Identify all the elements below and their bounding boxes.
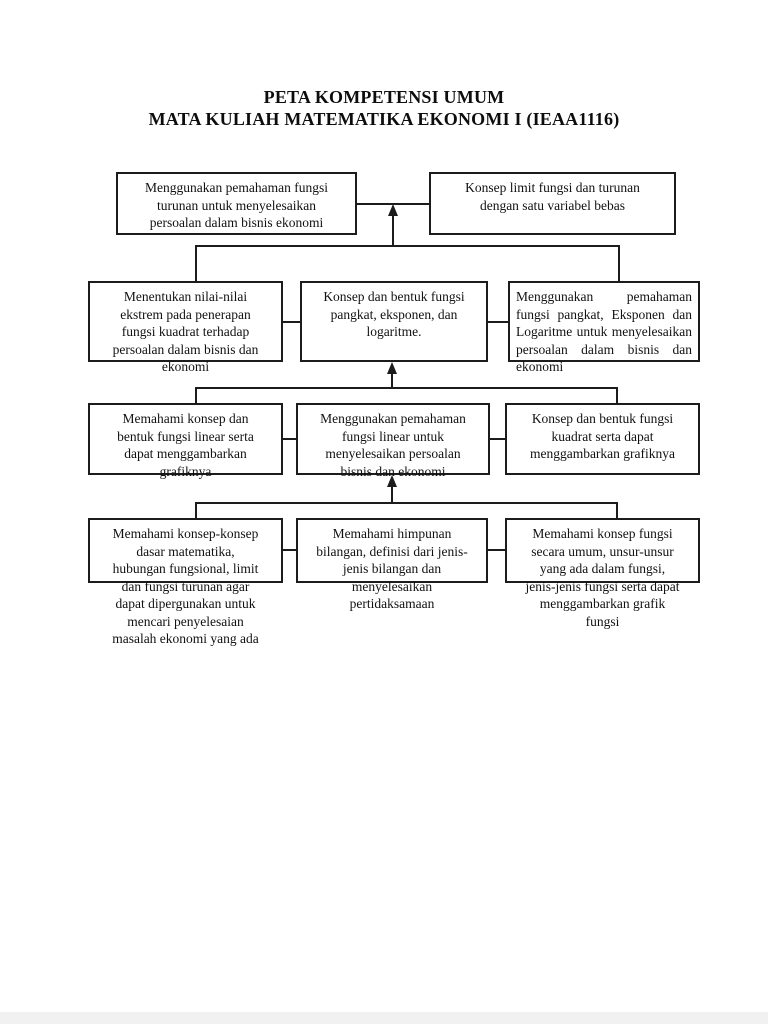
arrow-up-icon [387, 475, 397, 487]
page-title-line2: MATA KULIAH MATEMATIKA EKONOMI I (IEAA11… [148, 109, 620, 129]
competency-box-row3-right: Konsep dan bentuk fungsi kuadrat serta d… [505, 403, 700, 475]
arrow-up-icon [387, 362, 397, 374]
page-title-line1: PETA KOMPETENSI UMUM [263, 87, 505, 107]
competency-box-row3-middle: Menggunakan pemahaman fungsi linear untu… [296, 403, 490, 479]
competency-box-row2-left: Menentukan nilai-nilai ekstrem pada pene… [88, 281, 283, 374]
competency-box-row4-middle: Memahami himpunan bilangan, definisi dar… [296, 518, 488, 611]
competency-box-row3-left: Memahami konsep dan bentuk fungsi linear… [88, 403, 283, 479]
competency-box-row4-left: Memahami konsep-konsep dasar matematika,… [88, 518, 283, 646]
arrow-up-icon [388, 204, 398, 216]
competency-box-row4-right: Memahami konsep fungsi secara umum, unsu… [505, 518, 700, 629]
competency-box-row2-middle: Konsep dan bentuk fungsi pangkat, ekspon… [300, 281, 488, 362]
competency-box-row1-left: Menggunakan pemahaman fungsi turunan unt… [116, 172, 357, 235]
competency-box-row2-right: Menggunakan pemahaman fungsi pangkat, Ek… [508, 281, 700, 374]
page-title: PETA KOMPETENSI UMUM MATA KULIAH MATEMAT… [0, 86, 768, 130]
page-bottom-edge [0, 1012, 768, 1024]
competency-box-row1-right: Konsep limit fungsi dan turunan dengan s… [429, 172, 676, 235]
